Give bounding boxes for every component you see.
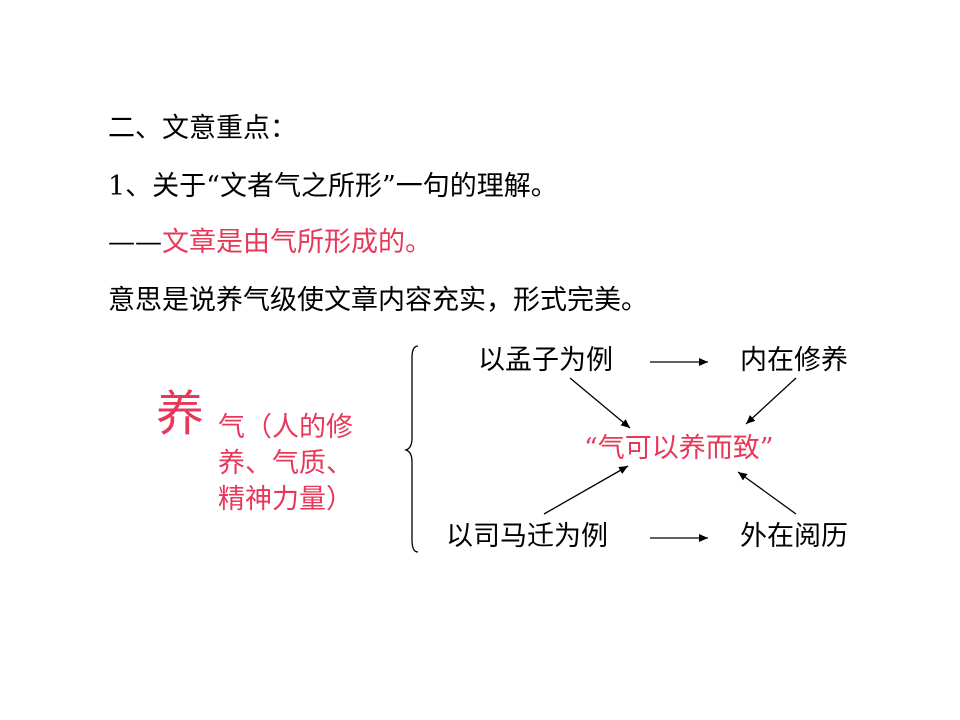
arrow-sima-to-center bbox=[543, 465, 629, 515]
section-heading: 二、文意重点： bbox=[108, 113, 297, 144]
brace bbox=[403, 345, 419, 553]
point-1: 1、关于“文者气之所形”一句的理解。 bbox=[108, 171, 558, 202]
dash: —— bbox=[108, 227, 162, 258]
arrow-mengzi-to-center bbox=[569, 377, 631, 429]
result-inner-cultivation: 内在修养 bbox=[740, 345, 848, 376]
qi-note: 气（人的修 养、气质、 精神力量） bbox=[218, 410, 353, 518]
arrow-inner-to-center bbox=[745, 377, 797, 425]
qi-note-line-3: 精神力量） bbox=[218, 484, 353, 515]
arrow-outer-to-center bbox=[737, 471, 797, 515]
result-outer-experience: 外在阅历 bbox=[740, 521, 848, 552]
meaning-line: 意思是说养气级使文章内容充实，形式完美。 bbox=[108, 285, 648, 316]
example-mengzi: 以孟子为例 bbox=[478, 345, 613, 376]
interpretation-text: 文章是由气所形成的。 bbox=[162, 227, 432, 258]
interpretation-line: ——文章是由气所形成的。 bbox=[108, 226, 432, 260]
center-quote: “气可以养而致” bbox=[584, 433, 774, 464]
yang-character: 养 bbox=[156, 386, 205, 442]
qi-note-line-2: 养、气质、 bbox=[218, 448, 353, 479]
qi-note-line-1: 气（人的修 bbox=[218, 412, 353, 443]
example-sima-qian: 以司马迁为例 bbox=[446, 521, 608, 552]
